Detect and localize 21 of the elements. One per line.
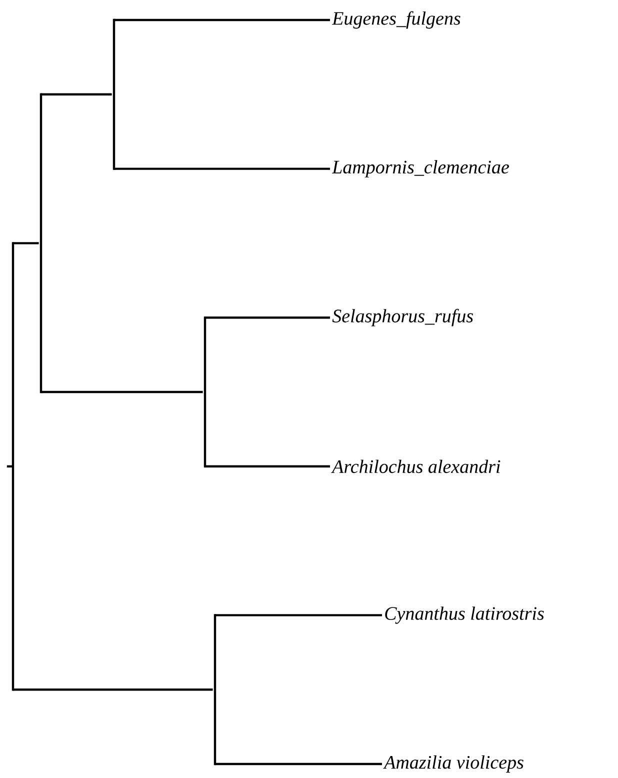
tree-branch <box>41 390 203 394</box>
tree-branch <box>41 93 112 96</box>
clade-bar <box>12 242 14 691</box>
tree-branch <box>13 242 39 244</box>
species-label: Lampornis_clemenciae <box>332 160 509 178</box>
tree-branch <box>114 168 330 170</box>
tree-branch <box>205 465 330 468</box>
tree-branch <box>215 614 382 616</box>
species-label: Amazilia violiceps <box>383 755 524 773</box>
clade-bar <box>204 316 206 468</box>
tree-branch <box>205 316 330 319</box>
tree-branch <box>13 688 213 691</box>
species-label: Archilochus alexandri <box>331 460 500 474</box>
clade-bar <box>40 93 42 394</box>
species-label: Eugenes_fulgens <box>332 11 460 29</box>
species-label: Cynanthus latirostris <box>385 606 544 624</box>
clade-bar <box>112 18 116 170</box>
tree-branch <box>114 18 330 22</box>
clade-bar <box>214 614 216 766</box>
species-label: Selasphorus_rufus <box>332 308 473 326</box>
tree-branch <box>215 762 382 766</box>
